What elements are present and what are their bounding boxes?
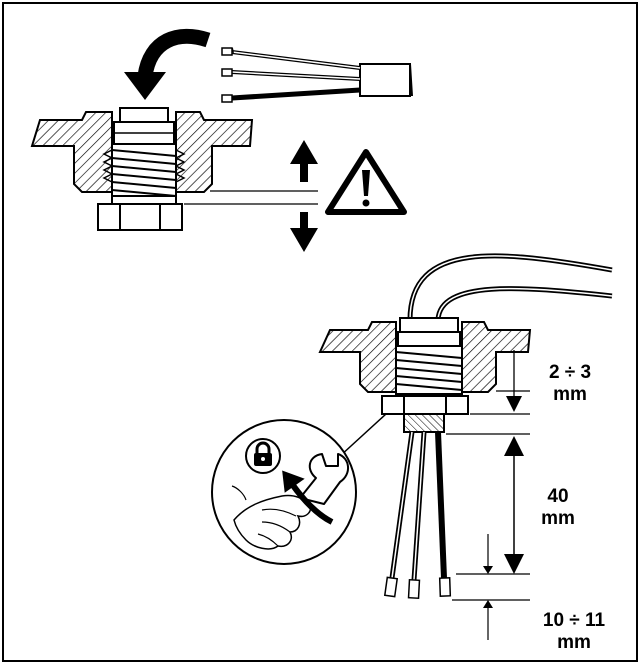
wrench-icon [299,453,349,505]
label-seal-gap: 2 ÷ 3 mm [538,362,602,406]
dimension-wire-end [452,534,530,640]
label-strip-length-unit: mm [541,508,575,529]
insertion-step [30,28,413,252]
warning-triangle-icon [325,149,407,215]
curved-insert-arrow-icon [124,28,211,100]
cable-wires [383,431,452,600]
label-wire-end: 10 ÷ 11 mm [532,610,616,654]
label-strip-length-value: 40 [547,486,569,507]
label-strip-length: 40 mm [526,486,590,530]
label-wire-end-value: 10 ÷ 11 [542,610,606,631]
cable-loops [407,253,613,321]
housing-section-bottom [318,321,532,393]
fitted-step [211,253,613,640]
cable-gland-bottom [381,317,469,433]
label-seal-gap-value: 2 ÷ 3 [548,362,592,383]
padlock-icon [245,438,281,474]
down-arrow-icon [290,212,318,252]
housing-section-top [30,111,254,193]
cable-gland-top [97,107,183,231]
wrench-detail-callout [211,413,387,565]
up-arrow-icon [290,140,318,182]
loose-cable [221,47,413,103]
dimension-strip-length [446,433,530,575]
label-seal-gap-unit: mm [553,384,587,405]
rotation-arrow-icon [282,470,334,525]
label-wire-end-unit: mm [557,632,591,653]
dimension-seal-gap [470,350,530,415]
hand-drawing [231,485,312,550]
